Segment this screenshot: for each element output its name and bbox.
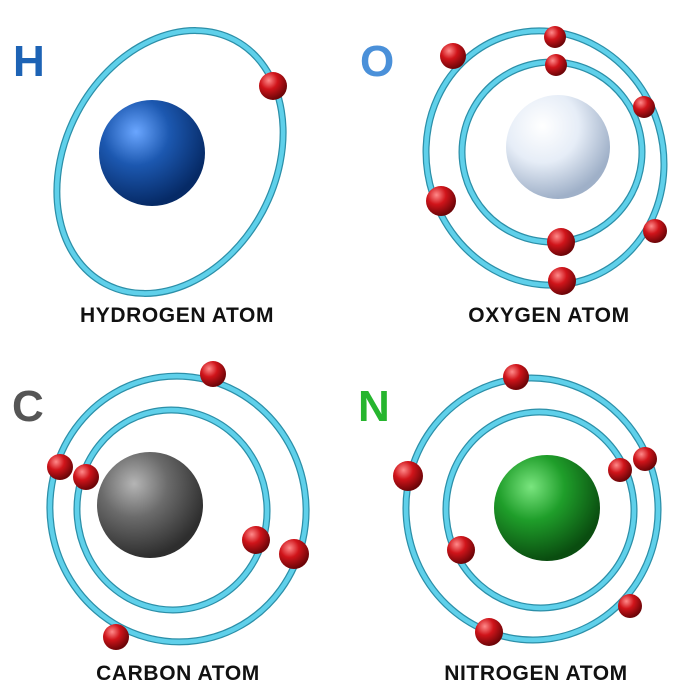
oxygen-model	[422, 26, 668, 295]
oxygen-inner-orbit	[458, 58, 646, 246]
nitrogen-inner-orbit	[442, 408, 638, 612]
hydrogen-orbit	[53, 27, 287, 297]
electron	[643, 219, 667, 243]
electron	[279, 539, 309, 569]
carbon-caption: CARBON ATOM	[96, 662, 260, 685]
oxygen-symbol: O	[360, 37, 395, 86]
electron	[503, 364, 529, 390]
electron	[103, 624, 129, 650]
electron	[242, 526, 270, 554]
electron	[545, 54, 567, 76]
electron	[259, 72, 287, 100]
electron	[475, 618, 503, 646]
nitrogen-caption: NITROGEN ATOM	[444, 662, 628, 685]
nitrogen-model	[393, 364, 662, 646]
oxygen-caption: OXYGEN ATOM	[468, 304, 630, 327]
carbon-outer-orbit	[46, 372, 310, 646]
electron	[618, 594, 642, 618]
hydrogen-model	[53, 27, 287, 297]
electron	[447, 536, 475, 564]
electron	[608, 458, 632, 482]
electron	[393, 461, 423, 491]
electron	[633, 96, 655, 118]
nitrogen-symbol: N	[358, 382, 390, 431]
electron	[633, 447, 657, 471]
hydrogen-caption: HYDROGEN ATOM	[79, 304, 275, 327]
carbon-symbol: C	[12, 382, 44, 431]
carbon-nucleus	[97, 452, 203, 558]
carbon-inner-orbit	[73, 406, 271, 614]
electron	[73, 464, 99, 490]
electron	[426, 186, 456, 216]
nitrogen-nucleus	[494, 455, 600, 561]
electron	[47, 454, 73, 480]
oxygen-nucleus	[506, 95, 610, 199]
electron	[544, 26, 566, 48]
hydrogen-nucleus	[99, 100, 205, 206]
electron	[548, 267, 576, 295]
electron	[547, 228, 575, 256]
electron	[200, 361, 226, 387]
hydrogen-symbol: H	[13, 37, 45, 86]
electron	[440, 43, 466, 69]
carbon-model	[46, 361, 310, 650]
